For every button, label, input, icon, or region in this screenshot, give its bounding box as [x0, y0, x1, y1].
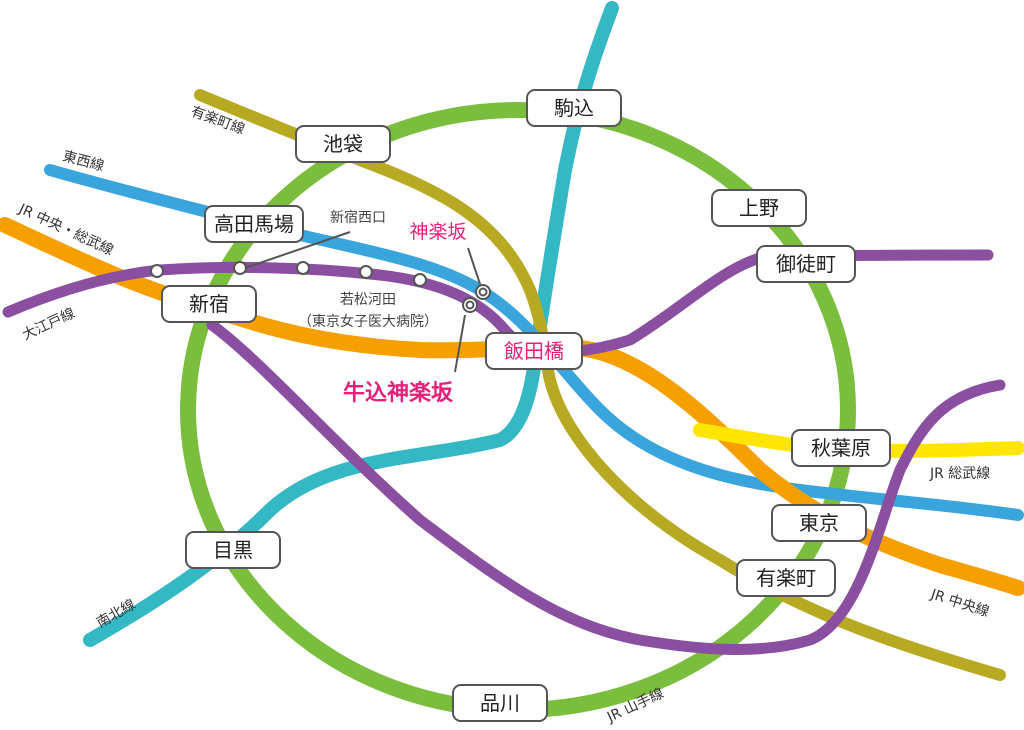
- leader-kagurazaka: [467, 247, 481, 285]
- label-shinjuku-nishiguchi: 新宿西口: [330, 209, 386, 226]
- station-okachimachi: 御徒町: [756, 245, 856, 283]
- station-komagome: 駒込: [526, 89, 622, 127]
- svg-text:秋葉原: 秋葉原: [811, 436, 871, 460]
- svg-text:東京: 東京: [799, 511, 839, 535]
- label-ushigome-kagurazaka: 牛込神楽坂: [343, 380, 454, 406]
- station-tokyo: 東京: [771, 504, 867, 542]
- yurakucho-line: [194, 89, 1006, 681]
- svg-text:目黒: 目黒: [213, 538, 253, 562]
- svg-text:上野: 上野: [739, 196, 779, 220]
- oedo-line-south: [206, 319, 1006, 655]
- station-akihabara: 秋葉原: [791, 429, 891, 467]
- station-shinagawa: 品川: [452, 684, 548, 722]
- station-takadanobaba: 高田馬場: [204, 205, 304, 243]
- station-iidabashi: 飯田橋: [485, 332, 583, 370]
- svg-text:新宿: 新宿: [189, 292, 229, 316]
- station-ueno: 上野: [711, 189, 807, 227]
- label-wakamatsu-kawada: 若松河田: [340, 292, 396, 308]
- svg-text:飯田橋: 飯田橋: [504, 339, 564, 363]
- leader-ushigome: [454, 314, 466, 373]
- label-chuo-line: JR 中央線: [928, 586, 991, 620]
- station-meguro: 目黒: [185, 531, 281, 569]
- station-shinjuku: 新宿: [161, 285, 257, 323]
- leader-nishiguchi: [244, 231, 351, 269]
- oedo-minor-stations: [150, 261, 427, 287]
- svg-text:駒込: 駒込: [554, 96, 594, 120]
- label-wakamatsu-sub: （東京女子医大病院）: [298, 313, 438, 330]
- svg-text:池袋: 池袋: [323, 132, 363, 156]
- svg-text:御徒町: 御徒町: [776, 252, 836, 276]
- ushigome-kagurazaka-marker: [462, 297, 478, 313]
- label-oedo-line: 大江戸線: [20, 305, 78, 343]
- label-sobu-line: JR 総武線: [929, 466, 990, 482]
- station-ikebukuro: 池袋: [295, 125, 391, 163]
- svg-text:品川: 品川: [480, 691, 520, 715]
- svg-text:高田馬場: 高田馬場: [214, 212, 294, 236]
- svg-text:有楽町: 有楽町: [756, 566, 816, 590]
- kagurazaka-marker: [475, 284, 491, 300]
- station-yurakucho: 有楽町: [736, 559, 836, 597]
- label-kagurazaka: 神楽坂: [409, 221, 466, 243]
